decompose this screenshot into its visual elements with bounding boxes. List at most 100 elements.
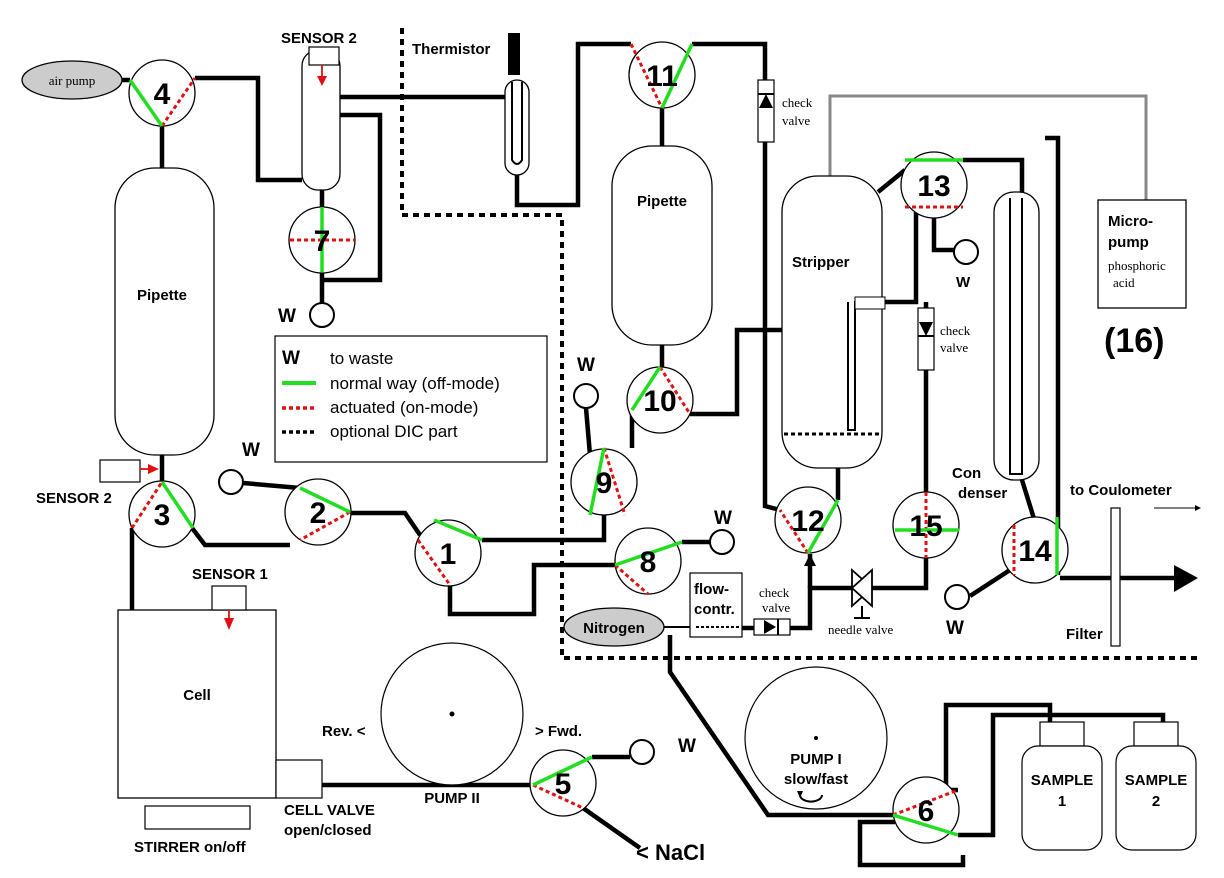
valve-5-actuated-path — [532, 783, 584, 810]
valve-15[interactable]: 15 — [892, 491, 960, 559]
valve-12-actuated-path — [778, 509, 810, 554]
valve-12[interactable]: 12 — [774, 486, 842, 554]
valve-11-normal-path — [660, 43, 694, 109]
legend-normal: normal way (off-mode) — [330, 374, 500, 393]
valve-6[interactable]: 6 — [892, 776, 960, 844]
valve-9-normal-path — [588, 447, 606, 516]
valve-2-actuated-path — [299, 510, 351, 542]
valve-3-actuated-path — [130, 481, 164, 529]
valve-4-number: 4 — [154, 78, 171, 111]
sensor-tube — [301, 49, 341, 191]
valve-2[interactable]: 2 — [284, 478, 352, 546]
flow-controller-label-2: contr. — [694, 601, 735, 618]
legend-waste: to waste — [330, 349, 393, 368]
sensor1-label: SENSOR 1 — [192, 566, 268, 583]
valve-4[interactable]: 4 — [128, 59, 197, 127]
stirrer — [144, 805, 251, 830]
nitrogen-tank — [563, 607, 665, 647]
valve-2-normal-path — [299, 486, 351, 514]
valve-9-number: 9 — [596, 467, 613, 500]
cell-valve — [275, 759, 323, 799]
micropump-label-3: phosphoric — [1108, 258, 1166, 273]
micropump-label-4: acid — [1113, 275, 1135, 290]
waste-8 — [709, 529, 735, 555]
valve-7[interactable]: 7 — [288, 206, 356, 274]
cell-valve-label-1: CELL VALVE — [284, 802, 375, 819]
valve-1-body — [414, 519, 482, 587]
valve-6-actuated-path — [892, 788, 959, 817]
waste-2-label: W — [242, 440, 260, 461]
waste-symbols: W W W W W W W — [218, 239, 979, 765]
air-pump — [21, 60, 123, 100]
valve-3-normal-path — [160, 481, 195, 529]
valve-14[interactable]: 14 — [1001, 516, 1069, 584]
valve-9-actuated-path — [602, 447, 627, 516]
needle-valve-label: needle valve — [828, 622, 894, 637]
valve-11[interactable]: 11 — [628, 41, 696, 109]
valve-1-normal-path — [433, 518, 483, 542]
thermistor-tube — [504, 79, 530, 176]
check-valve-upper-label-1: check — [782, 95, 813, 110]
valve-13-body — [900, 151, 968, 219]
valve-3[interactable]: 3 — [128, 480, 196, 548]
waste-9-label: W — [577, 355, 595, 376]
valve-6-normal-path — [892, 813, 959, 837]
sample-2-label-1: SAMPLE — [1125, 772, 1188, 789]
valve-10[interactable]: 10 — [626, 366, 694, 434]
valve-13[interactable]: 13 — [900, 151, 968, 219]
stirrer-label: STIRRER on/off — [134, 839, 247, 856]
valve-12-normal-path — [806, 499, 840, 554]
legend-waste-symbol: W — [282, 348, 300, 369]
waste-13 — [953, 239, 979, 265]
sensor2-top-label: SENSOR 2 — [281, 30, 357, 47]
valve-11-actuated-path — [629, 43, 664, 109]
filter — [1110, 507, 1121, 647]
check-valve-bottom-label-2: valve — [762, 600, 790, 615]
sensor2-top-box — [308, 46, 340, 66]
waste-5-label: W — [678, 736, 696, 757]
waste-7 — [309, 302, 335, 328]
valve-10-number: 10 — [643, 385, 676, 418]
valve-8[interactable]: 8 — [614, 527, 683, 596]
valve-7-number: 7 — [314, 225, 331, 258]
waste-14 — [944, 584, 970, 610]
stripper — [781, 175, 883, 469]
valve-1[interactable]: 1 — [414, 518, 483, 587]
valve-8-normal-path — [614, 540, 683, 567]
valve-5[interactable]: 5 — [529, 749, 597, 817]
micropump-box — [1097, 199, 1187, 309]
sensor2-left-label: SENSOR 2 — [36, 490, 112, 507]
valve-8-number: 8 — [640, 546, 657, 579]
legend-optional: optional DIC part — [330, 422, 458, 441]
valve-3-body — [128, 480, 196, 548]
sample-1-label-2: 1 — [1058, 793, 1066, 810]
cell — [117, 609, 277, 799]
sample-2-label-2: 2 — [1152, 793, 1160, 810]
condenser — [993, 191, 1040, 481]
pipette-mid — [611, 145, 713, 346]
valve-15-number: 15 — [909, 510, 942, 543]
thermistor-label: Thermistor — [412, 41, 491, 58]
valve-6-body — [892, 776, 960, 844]
check-valve-right-label-2: valve — [940, 340, 968, 355]
sample-1-label-1: SAMPLE — [1031, 772, 1094, 789]
valve-4-actuated-path — [160, 77, 197, 127]
dic-boundary — [400, 28, 1200, 660]
pipes — [120, 41, 1178, 868]
pump2-fwd: > Fwd. — [535, 723, 582, 740]
to-coulometer-label: to Coulometer — [1070, 482, 1172, 499]
valve-14-body — [1001, 516, 1069, 584]
cell-label: Cell — [183, 687, 211, 704]
valve-2-number: 2 — [310, 497, 327, 530]
valve-2-body — [284, 478, 352, 546]
pipette-left — [114, 167, 215, 456]
valve-11-number: 11 — [646, 60, 678, 93]
valve-9[interactable]: 9 — [570, 447, 638, 516]
sensor2-left-box — [99, 459, 141, 483]
outlet-arrow — [1174, 565, 1198, 592]
valve-1-number: 1 — [440, 538, 457, 571]
waste-9 — [573, 383, 599, 409]
valve-4-normal-path — [128, 79, 164, 127]
legend-actuated: actuated (on-mode) — [330, 398, 478, 417]
